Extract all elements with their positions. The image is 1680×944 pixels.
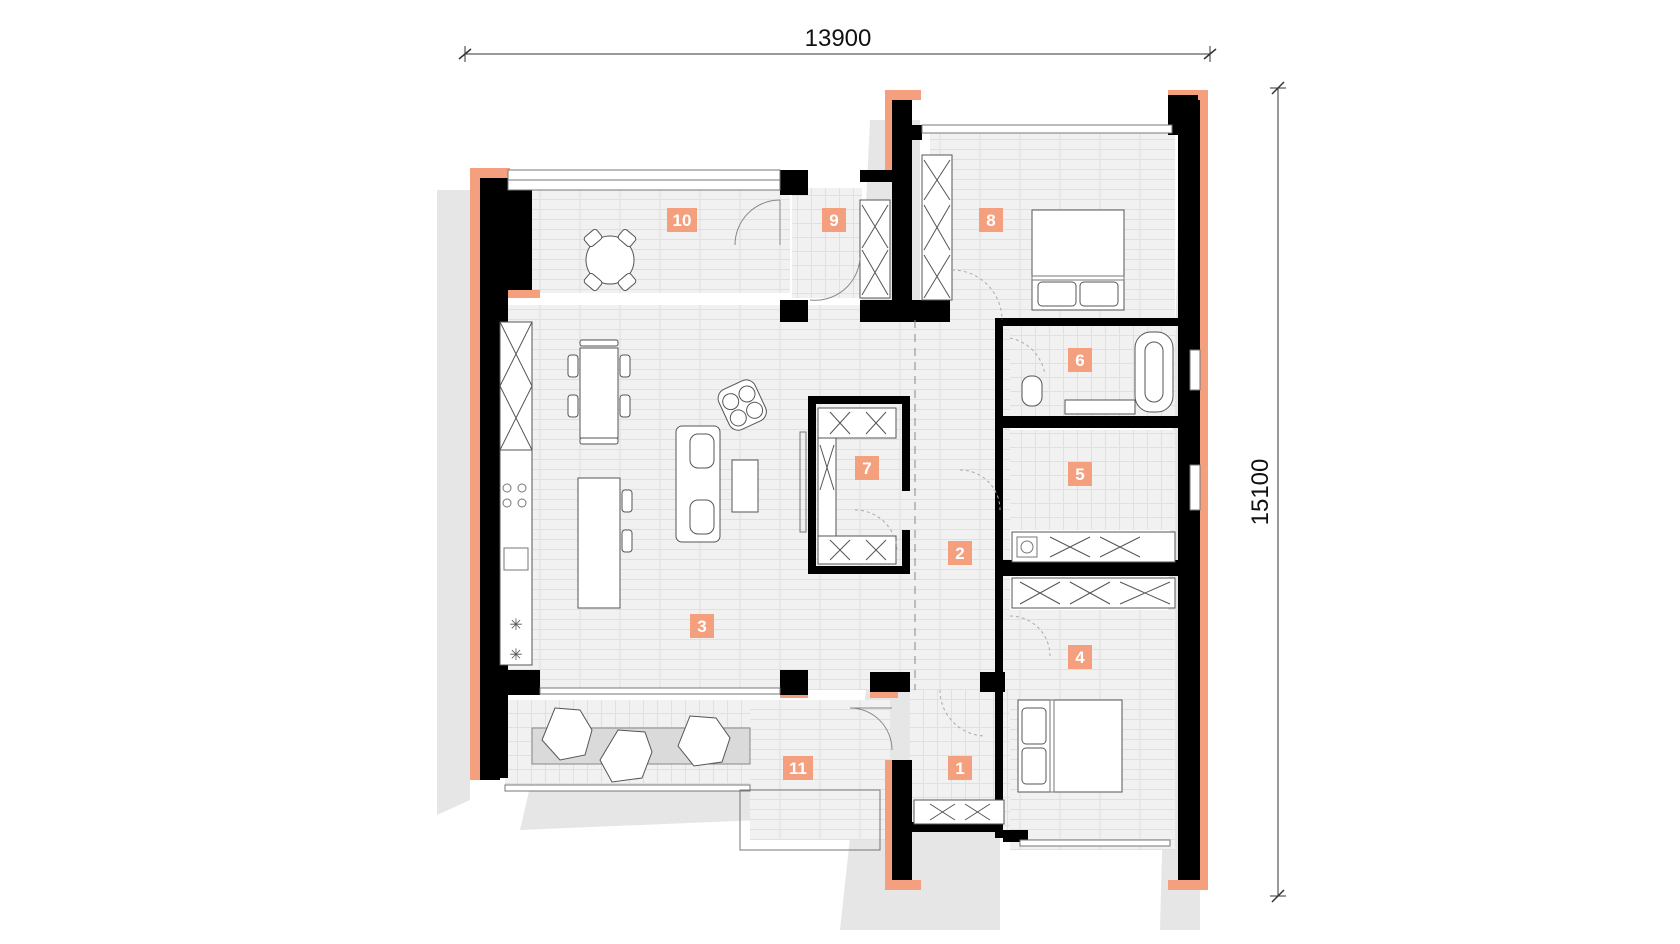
- room-badge-8: 8: [979, 208, 1003, 232]
- room-label-5: 5: [1075, 465, 1084, 484]
- room-badge-4: 4: [1068, 645, 1092, 669]
- room-label-7: 7: [862, 459, 871, 478]
- room-label-1: 1: [955, 759, 964, 778]
- walls: [480, 95, 1200, 880]
- room-label-2: 2: [955, 544, 964, 563]
- room-badge-11: 11: [783, 756, 813, 780]
- room-label-11: 11: [789, 759, 807, 778]
- width-dimension-label: 13900: [805, 25, 872, 52]
- room-badge-7: 7: [855, 456, 879, 480]
- doors: [734, 199, 1051, 751]
- room-label-3: 3: [697, 617, 706, 636]
- room-label-8: 8: [986, 211, 995, 230]
- room-badge-1: 1: [948, 756, 972, 780]
- exterior-accent: [470, 90, 1208, 890]
- room-badge-5: 5: [1068, 462, 1092, 486]
- height-dimension: [1270, 81, 1286, 903]
- room-badge-2: 2: [948, 541, 972, 565]
- freezer-icon: ✳: [509, 647, 522, 664]
- room-label-10: 10: [673, 211, 692, 230]
- fridge-icon: ✳: [509, 617, 522, 634]
- room-badge-6: 6: [1068, 348, 1092, 372]
- height-dimension-label: 15100: [1247, 459, 1274, 526]
- room-badge-3: 3: [690, 614, 714, 638]
- room-badge-10: 10: [667, 208, 697, 232]
- room-label-6: 6: [1075, 351, 1084, 370]
- room-badge-9: 9: [822, 208, 846, 232]
- room-label-9: 9: [829, 211, 838, 230]
- windows: [504, 124, 1201, 851]
- room-label-4: 4: [1075, 648, 1085, 667]
- fixtures: ✳ ✳: [499, 154, 1176, 825]
- width-dimension: [458, 46, 1217, 62]
